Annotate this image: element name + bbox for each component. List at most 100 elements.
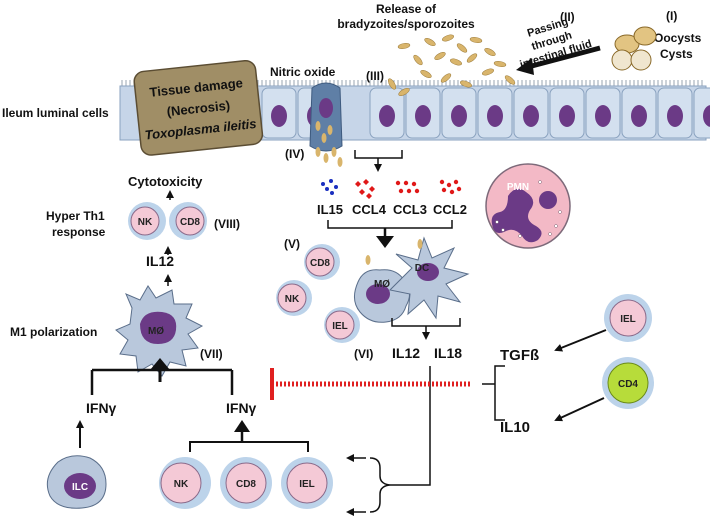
cytokine-bracket [327,220,453,229]
il18-mid-label: IL18 [434,345,462,361]
epithelial-nucleus [523,105,539,127]
epithelial-nucleus [451,105,467,127]
pmn-label: PMN [507,182,529,193]
ifng-left-label: IFNγ [86,400,117,416]
bradyzoite [493,60,507,68]
cd8-label: CD8 [236,479,256,490]
m1-polarization-label: M1 polarization [10,325,97,339]
bradyzoite [466,53,478,63]
ifng-right-label: IFNγ [226,400,257,416]
bradyzoite [450,58,462,66]
infected-cell-nucleus [319,98,333,118]
ifng-to-macrophage-head [150,358,170,370]
tachyzoite [327,125,333,135]
iel-label: IEL [332,321,348,332]
cysts-label: Cysts [660,47,693,61]
hyper-th1-line2: response [52,225,106,239]
epithelial-cell [693,87,710,139]
bradyzoite [398,87,410,97]
dendritic-cell: DC [388,236,470,320]
tgfb-label: TGFß [500,347,539,364]
ccl4-label: CCL4 [352,202,387,217]
ilc-label: ILC [72,482,88,493]
iel-label: IEL [299,479,315,490]
bradyzoite [460,80,472,88]
stage-2-label: (II) [560,10,575,24]
il12-mid-label: IL12 [392,345,420,361]
release-label-line1: Release of [376,2,437,16]
bradyzoite [440,73,452,83]
nk-cell-v: NK [276,280,312,316]
epithelial-nucleus [703,105,710,127]
nk-cell-bottom: NK [159,457,211,509]
epithelial-nucleus [271,105,287,127]
nitric-oxide-label: Nitric oxide [270,65,336,79]
bradyzoite [482,68,494,76]
iel-tgfb-arrow [554,329,607,352]
dc-label: DC [415,263,429,274]
bradyzoite [413,54,423,66]
ccl2-dots [439,179,462,195]
macrophage-v: MØ [354,255,410,323]
cd8-label: CD8 [180,217,200,228]
bradyzoite [484,47,496,57]
macrophage-label: MØ [374,279,390,290]
stage-1-label: (I) [666,9,677,23]
stage-8-label: (VIII) [214,217,240,231]
il15-dots [321,179,338,195]
tachyzoite [321,133,327,143]
effector-ifng-head [234,420,250,432]
cd8-cell-bottom: CD8 [220,457,272,509]
oocysts-cysts-cluster [611,26,657,71]
epithelial-nucleus [631,105,647,127]
regulatory-brace [494,365,505,421]
epithelium-bracket [354,150,403,159]
iel-cell-right: IEL [604,294,652,342]
tissue-damage-box: Tissue damage (Necrosis) Toxoplasma ilei… [133,59,264,156]
stage-5-label: (V) [284,237,300,251]
released-parasites [387,34,516,97]
il12-left-label: IL12 [146,253,174,269]
escaped-tachyzoites [315,147,343,167]
ccl3-label: CCL3 [393,202,427,217]
il10-label: IL10 [500,419,530,436]
effector-brace [369,457,391,513]
hyper-th1-line1: Hyper Th1 [46,209,105,223]
stage-6-label: (VI) [354,347,373,361]
bradyzoite [424,37,436,47]
ileum-label: Ileum luminal cells [2,106,109,120]
macrophage-label: MØ [148,326,164,337]
pmn-cell: PMN [485,163,571,249]
ccl4-dots [355,179,375,199]
nk-label: NK [174,479,189,490]
bradyzoite [420,69,432,79]
cytotoxicity-label: Cytotoxicity [128,174,203,189]
epithelial-nucleus [379,105,395,127]
iel-label: IEL [620,314,636,325]
il12-il18-line [390,366,431,486]
ccl3-dots [395,180,420,194]
passing-arrow-head [516,58,534,75]
cd4-il10-arrow [554,397,605,422]
il15-label: IL15 [317,202,343,217]
effector-ifng-bracket [189,441,309,452]
tachyzoite [315,121,321,131]
bradyzoite [456,43,468,53]
tachyzoite [365,255,371,265]
epithelial-nucleus [559,105,575,127]
nk-label: NK [285,294,300,305]
release-label-line2: bradyzoites/sporozoites [337,17,475,31]
tissue-damage-line2: (Necrosis) [166,98,231,120]
stage-3-label: (III) [366,69,384,83]
bradyzoite [434,51,446,61]
epithelial-nucleus [415,105,431,127]
bradyzoite [387,78,397,90]
apc-bracket [391,318,461,327]
cd8-cell-v: CD8 [304,244,340,280]
nk-cell-top: NK [128,202,166,240]
cyst [630,49,652,71]
nk-label: NK [138,217,153,228]
epithelial-nucleus [667,105,683,127]
iel-cell-v: IEL [324,307,360,343]
infected-epithelial-cell [309,82,343,152]
